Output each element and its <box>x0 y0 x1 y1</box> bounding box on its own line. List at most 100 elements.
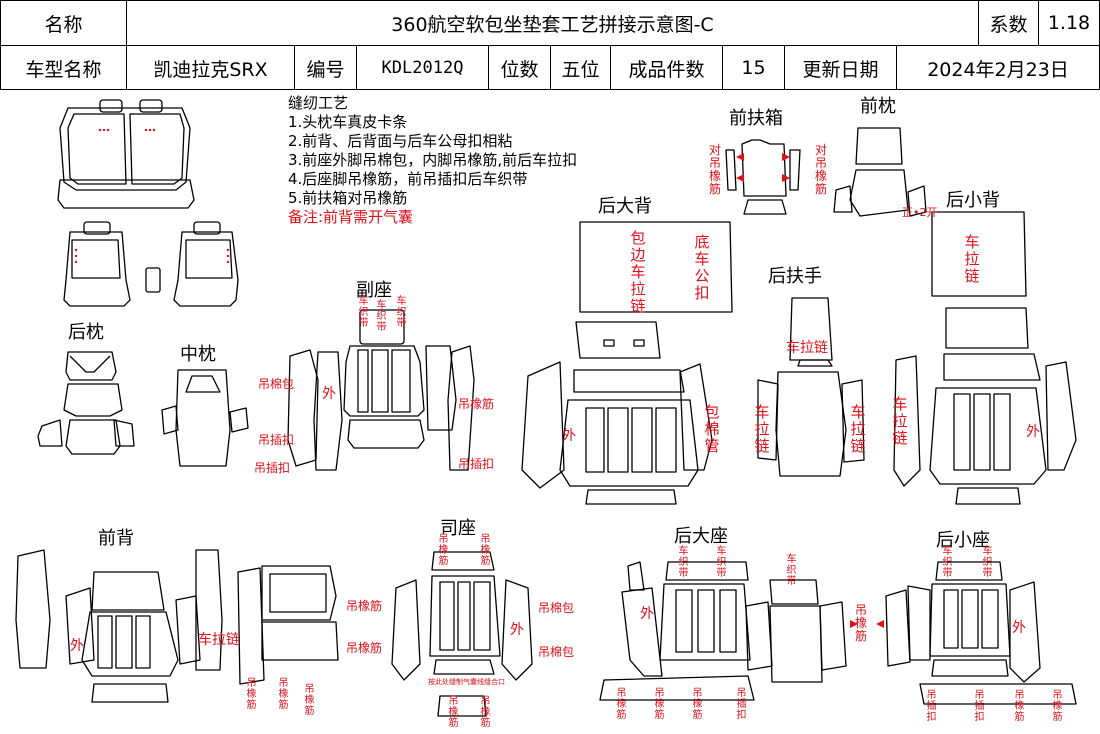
anno-rear-seat-middle-elastic: 吊橡筋 <box>854 603 867 643</box>
anno-rear-back-foam-tube: 包棉管 <box>704 403 720 455</box>
anno-passenger-clip-2: 吊插扣 <box>254 461 291 475</box>
anno-rear-back-bottom-snap: 底车公扣 <box>694 233 710 302</box>
rear-pillow-pattern <box>37 351 135 455</box>
anno-passenger-strap-1: 车织带 <box>358 296 369 329</box>
label-rear-small-seat: 后小座 <box>936 530 990 551</box>
anno-driver-hang-1: 吊橡筋 <box>438 534 449 567</box>
code-label: 编号 <box>295 46 357 90</box>
anno-rear-seat-strap-3: 车织带 <box>786 554 797 587</box>
anno-rear-back-outer: 外 <box>562 428 576 444</box>
seats-label: 位数 <box>489 46 551 90</box>
label-rear-armrest: 后扶手 <box>768 266 822 287</box>
coef-value: 1.18 <box>1039 1 1099 46</box>
label-rear-pillow: 后枕 <box>68 322 104 343</box>
anno-driver-hang-2: 吊橡筋 <box>480 534 491 567</box>
anno-driver-bottom-1: 吊橡筋 <box>448 696 459 729</box>
anno-driver-elastic-3: 吊橡筋 <box>304 684 315 717</box>
label-driver-seat: 司座 <box>440 518 476 539</box>
label-front-armbox: 前扶箱 <box>729 108 783 129</box>
anno-rear-seat-outer: 外 <box>640 606 654 622</box>
anno-armbox-left: 对吊橡筋 <box>708 143 721 196</box>
anno-driver-elastic-5: 吊橡筋 <box>346 641 383 655</box>
label-rear-small-back: 后小背 <box>946 190 1000 211</box>
anno-small-seat-elastic-1: 吊橡筋 <box>1014 690 1025 723</box>
model-label: 车型名称 <box>1 46 127 90</box>
anno-small-seat-clip-1: 吊插扣 <box>926 690 937 723</box>
coef-label: 系数 <box>979 1 1039 46</box>
middle-pillow-pattern <box>161 369 249 467</box>
rear-small-seat-pattern <box>885 561 1077 705</box>
passenger-seat-pattern <box>287 309 475 471</box>
anno-small-back-zipper: 车拉链 <box>964 233 980 285</box>
anno-rear-seat-elastic-2: 吊橡筋 <box>654 688 665 721</box>
header-table: 名称 360航空软包坐垫套工艺拼接示意图-C 系数 1.18 车型名称 凯迪拉克… <box>0 0 1100 90</box>
stitch-marks <box>74 128 230 264</box>
name-label: 名称 <box>1 1 127 46</box>
anno-passenger-elastic: 吊橡筋 <box>458 397 495 411</box>
anno-passenger-foam-pack: 吊棉包 <box>258 377 295 391</box>
anno-rear-seat-elastic-3: 吊橡筋 <box>692 688 703 721</box>
label-front-pillow: 前枕 <box>860 96 896 117</box>
diagram-title: 360航空软包坐垫套工艺拼接示意图-C <box>127 1 979 46</box>
anno-driver-bottom-2: 吊橡筋 <box>480 696 491 729</box>
note-item-1: 1.头枕车真皮卡条 <box>288 113 408 131</box>
pieces-label: 成品件数 <box>611 46 723 90</box>
anno-armbox-right: 对吊橡筋 <box>814 143 827 196</box>
anno-driver-airbag-note: 按此处缝制气囊线缝合口 <box>428 678 505 686</box>
anno-small-seat-strap-2: 车织带 <box>982 546 993 579</box>
pieces-value: 15 <box>723 46 785 90</box>
anno-front-back-outer: 外 <box>70 638 84 654</box>
label-front-back: 前背 <box>98 528 134 549</box>
front-back-pattern <box>15 549 223 703</box>
anno-passenger-clip-3: 吊插扣 <box>458 457 495 471</box>
anno-passenger-strap-2: 车织带 <box>376 300 387 333</box>
label-rear-big-seat: 后大座 <box>674 526 728 547</box>
model-value: 凯迪拉克SRX <box>127 46 295 90</box>
note-item-5: 5.前扶箱对吊橡筋 <box>288 189 408 207</box>
label-rear-big-back: 后大背 <box>598 196 652 217</box>
note-item-2: 2.前背、后背面与后车公母扣相粘 <box>288 132 513 150</box>
update-value: 2024年2月23日 <box>927 58 1069 81</box>
anno-armrest-right-zipper: 车拉链 <box>850 403 866 455</box>
notes-title: 缝纫工艺 <box>288 94 349 112</box>
rear-armrest-pattern <box>757 297 865 477</box>
front-pillow-pattern <box>833 127 927 217</box>
red-arrows <box>736 153 884 628</box>
notes-remark: 备注:前背需开气囊 <box>288 208 414 226</box>
anno-small-back-outer: 外 <box>1026 424 1040 440</box>
update-label: 更新日期 <box>785 46 897 90</box>
anno-driver-elastic-4: 吊橡筋 <box>346 599 383 613</box>
anno-rear-seat-strap-1: 车织带 <box>678 546 689 579</box>
anno-armrest-zipper: 车拉链 <box>786 340 828 356</box>
label-middle-pillow: 中枕 <box>180 344 216 365</box>
sewing-notes: 缝纫工艺 1.头枕车真皮卡条 2.前背、后背面与后车公母扣相粘 3.前座外脚吊棉… <box>288 94 577 227</box>
anno-passenger-outer: 外 <box>322 386 336 402</box>
seat-overview-illustration <box>57 99 239 307</box>
anno-driver-elastic-1: 吊橡筋 <box>246 678 257 711</box>
front-armbox-pattern <box>725 139 801 215</box>
code-value: KDL2012Q <box>357 46 489 90</box>
anno-driver-elastic-2: 吊橡筋 <box>278 678 289 711</box>
anno-driver-foam-2: 吊棉包 <box>538 645 575 659</box>
note-item-4: 4.后座脚吊橡筋，前吊插扣后车织带 <box>288 170 528 188</box>
anno-rear-seat-clip: 吊插扣 <box>736 688 747 721</box>
anno-rear-seat-elastic-1: 吊橡筋 <box>616 688 627 721</box>
anno-rear-seat-strap-2: 车织带 <box>716 546 727 579</box>
seats-value: 五位 <box>551 46 611 90</box>
anno-rear-back-zipper-edge: 包边车拉链 <box>630 229 646 315</box>
rear-big-back-pattern <box>521 221 733 505</box>
anno-front-back-zipper: 车拉链 <box>198 632 240 648</box>
anno-passenger-clip-1: 吊插扣 <box>258 433 295 447</box>
pattern-diagram <box>15 99 1077 717</box>
driver-seat-pattern <box>237 551 533 717</box>
anno-driver-foam-1: 吊棉包 <box>538 601 575 615</box>
anno-passenger-strap-3: 车织带 <box>396 296 407 329</box>
rear-small-back-pattern <box>893 211 1077 505</box>
anno-small-seat-clip-2: 吊插扣 <box>974 690 985 723</box>
anno-small-seat-strap-1: 车织带 <box>942 546 953 579</box>
anno-armrest-left-zipper: 车拉链 <box>754 403 770 455</box>
anno-driver-outer: 外 <box>510 622 524 638</box>
anno-front-pillow-open: 正•2开 <box>902 206 938 219</box>
anno-small-back-side-zipper: 车拉链 <box>892 395 908 447</box>
anno-small-seat-outer: 外 <box>1012 620 1026 636</box>
